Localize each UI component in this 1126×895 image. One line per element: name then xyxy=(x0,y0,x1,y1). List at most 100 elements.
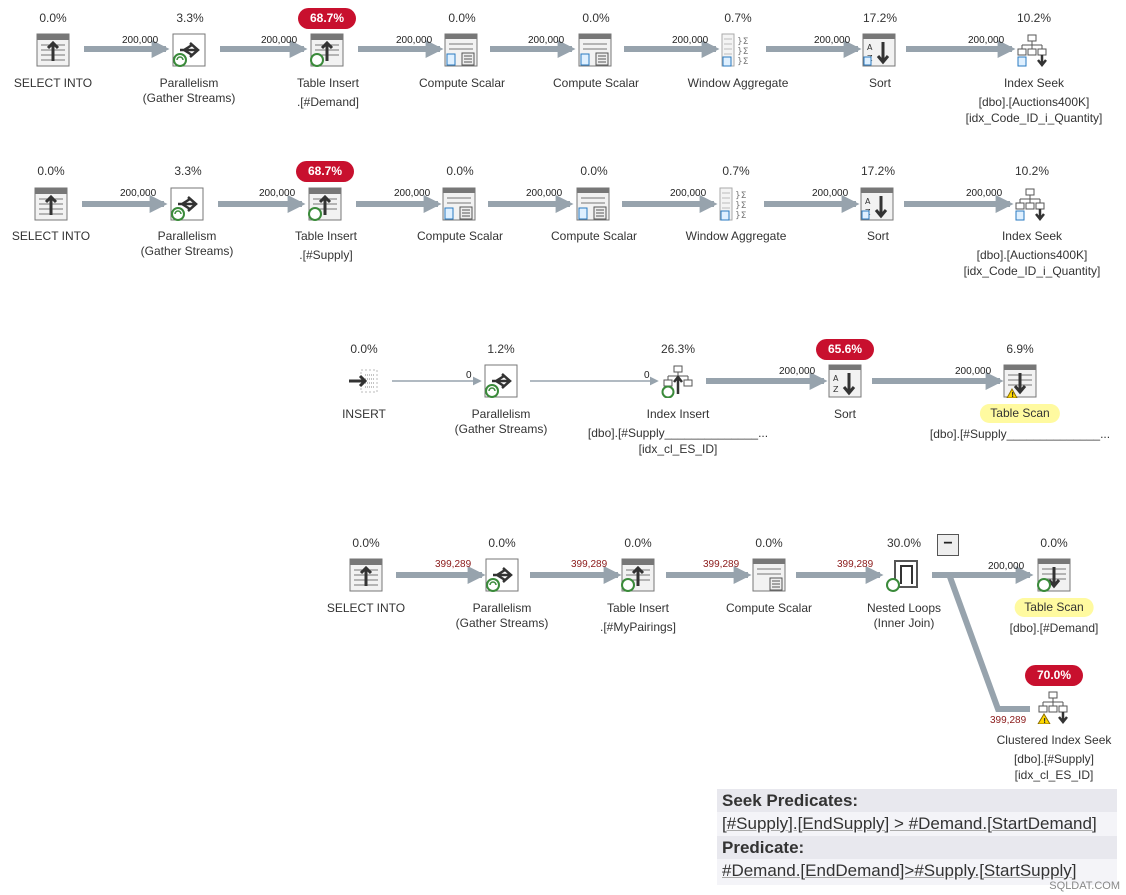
parallelism-icon[interactable] xyxy=(172,33,206,67)
row-count: 200,000 xyxy=(259,188,296,199)
node-label: SELECT INTO xyxy=(13,76,93,90)
node-label: Parallelism(Gather Streams) xyxy=(454,407,548,436)
table-scan-icon[interactable]: ! xyxy=(1003,364,1037,398)
cost-label: 3.3% xyxy=(174,164,202,178)
select-into-icon[interactable] xyxy=(36,33,70,67)
row-count: 200,000 xyxy=(526,188,563,199)
row-count: 200,000 xyxy=(672,35,709,46)
collapse-button[interactable]: − xyxy=(937,534,959,556)
svg-text:A: A xyxy=(833,374,839,383)
table-insert-icon[interactable] xyxy=(621,558,655,592)
row-count: 200,000 xyxy=(120,188,157,199)
cost-label: 0.0% xyxy=(37,164,65,178)
svg-text:}Σ: }Σ xyxy=(735,211,747,221)
node-label: Table Scan[dbo].[#Supply______________..… xyxy=(929,404,1111,441)
svg-text:!: ! xyxy=(1011,391,1014,398)
cost-label: 0.0% xyxy=(350,342,378,356)
node-label: SELECT INTO xyxy=(11,229,91,243)
node-label: Compute Scalar xyxy=(418,76,506,90)
node-label: Sort xyxy=(868,76,892,90)
svg-text:}Σ: }Σ xyxy=(737,37,749,47)
node-label: Table Insert.[#Supply] xyxy=(294,229,358,262)
node-label: Clustered Index Seek[dbo].[#Supply][idx_… xyxy=(996,733,1112,782)
watermark: SQLDAT.COM xyxy=(1049,880,1120,892)
predicate-title: Predicate: xyxy=(717,836,1117,859)
row-count: 200,000 xyxy=(396,35,433,46)
table-insert-icon[interactable] xyxy=(308,187,342,221)
cost-label: 0.0% xyxy=(488,536,516,550)
cost-label: 0.0% xyxy=(624,536,652,550)
node-label: Sort xyxy=(833,407,857,421)
sort-icon[interactable]: AZ xyxy=(828,364,862,398)
index-insert-icon[interactable] xyxy=(661,364,695,398)
node-label: SELECT INTO xyxy=(326,601,406,615)
cost-label: 0.0% xyxy=(1040,536,1068,550)
svg-text:A: A xyxy=(865,197,871,206)
cost-label: 0.7% xyxy=(722,164,750,178)
nested-loops-icon[interactable] xyxy=(886,558,920,592)
cost-label: 0.0% xyxy=(39,11,67,25)
compute-scalar-icon[interactable] xyxy=(752,558,786,592)
parallelism-icon[interactable] xyxy=(485,558,519,592)
row-count: 0 xyxy=(644,370,650,381)
compute-scalar-icon[interactable] xyxy=(442,187,476,221)
row-count: 200,000 xyxy=(988,561,1025,572)
cost-label: 10.2% xyxy=(1016,11,1052,25)
clustered-index-seek-icon[interactable]: ! xyxy=(1037,690,1071,724)
arrow-bend xyxy=(947,575,1030,712)
compute-scalar-icon[interactable] xyxy=(576,187,610,221)
row-count: 200,000 xyxy=(968,35,1005,46)
compute-scalar-icon[interactable] xyxy=(578,33,612,67)
cost-label: 0.0% xyxy=(352,536,380,550)
seek-predicates-title: Seek Predicates: xyxy=(717,789,1117,812)
node-label: Compute Scalar xyxy=(550,229,638,243)
node-label: Sort xyxy=(866,229,890,243)
index-seek-icon[interactable] xyxy=(1014,187,1048,221)
cost-label: 10.2% xyxy=(1014,164,1050,178)
node-label: Parallelism(Gather Streams) xyxy=(142,76,236,105)
table-insert-icon[interactable] xyxy=(310,33,344,67)
parallelism-icon[interactable] xyxy=(484,364,518,398)
window-aggregate-icon[interactable]: }Σ }Σ }Σ xyxy=(718,187,752,221)
insert-icon[interactable] xyxy=(347,364,381,398)
sort-icon[interactable]: AZ xyxy=(860,187,894,221)
row-count: 0 xyxy=(466,370,472,381)
row-count: 399,289 xyxy=(837,559,874,570)
row-count: 200,000 xyxy=(966,188,1003,199)
table-scan-highlight: Table Scan xyxy=(1014,598,1094,617)
sort-icon[interactable]: AZ xyxy=(862,33,896,67)
cost-label: 30.0% xyxy=(886,536,922,550)
cost-label: 0.0% xyxy=(755,536,783,550)
cost-label: 0.0% xyxy=(448,11,476,25)
table-scan-icon[interactable] xyxy=(1037,558,1071,592)
cost-badge: 68.7% xyxy=(296,161,354,182)
cost-label: 1.2% xyxy=(487,342,515,356)
node-label: Window Aggregate xyxy=(685,229,787,243)
seek-predicates-value: [#Supply].[EndSupply] > #Demand.[StartDe… xyxy=(722,814,1097,833)
row-count: 200,000 xyxy=(779,366,816,377)
node-label: Window Aggregate xyxy=(687,76,789,90)
node-label: Parallelism(Gather Streams) xyxy=(455,601,549,630)
select-into-icon[interactable] xyxy=(34,187,68,221)
svg-text:}Σ: }Σ xyxy=(735,201,747,211)
cost-label: 17.2% xyxy=(862,11,898,25)
cost-label: 26.3% xyxy=(660,342,696,356)
svg-text:!: ! xyxy=(1043,717,1046,724)
svg-text:A: A xyxy=(867,43,873,52)
svg-text:}Σ: }Σ xyxy=(735,191,747,201)
node-label: Table Scan[dbo].[#Demand] xyxy=(1009,598,1099,635)
node-label: Table Insert.[#Demand] xyxy=(296,76,360,109)
cost-label: 6.9% xyxy=(1006,342,1034,356)
svg-text:}Σ: }Σ xyxy=(737,57,749,67)
parallelism-icon[interactable] xyxy=(170,187,204,221)
cost-label: 17.2% xyxy=(860,164,896,178)
window-aggregate-icon[interactable]: }Σ }Σ }Σ xyxy=(720,33,754,67)
compute-scalar-icon[interactable] xyxy=(444,33,478,67)
row-count: 200,000 xyxy=(955,366,992,377)
cost-label: 0.0% xyxy=(580,164,608,178)
row-count: 399,289 xyxy=(571,559,608,570)
index-seek-icon[interactable] xyxy=(1016,33,1050,67)
select-into-icon[interactable] xyxy=(349,558,383,592)
node-label: INSERT xyxy=(342,407,386,421)
